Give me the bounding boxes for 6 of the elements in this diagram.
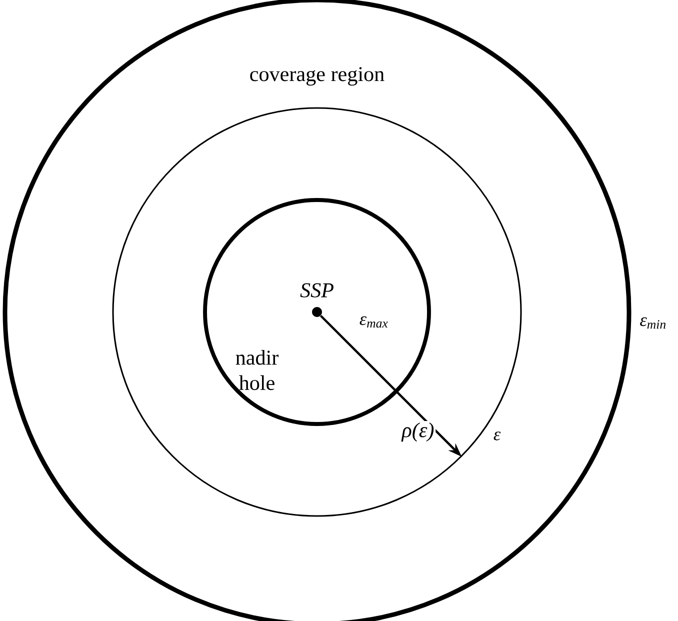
angle-label: ε xyxy=(494,432,501,440)
angle-label: ε$_{max}$ xyxy=(360,316,388,328)
angle-label: ε$_{min}$ xyxy=(640,317,666,329)
node-label: SSP xyxy=(300,283,334,298)
edge-label: ρ(ε) xyxy=(400,421,436,443)
center-point: SSP xyxy=(300,283,334,317)
